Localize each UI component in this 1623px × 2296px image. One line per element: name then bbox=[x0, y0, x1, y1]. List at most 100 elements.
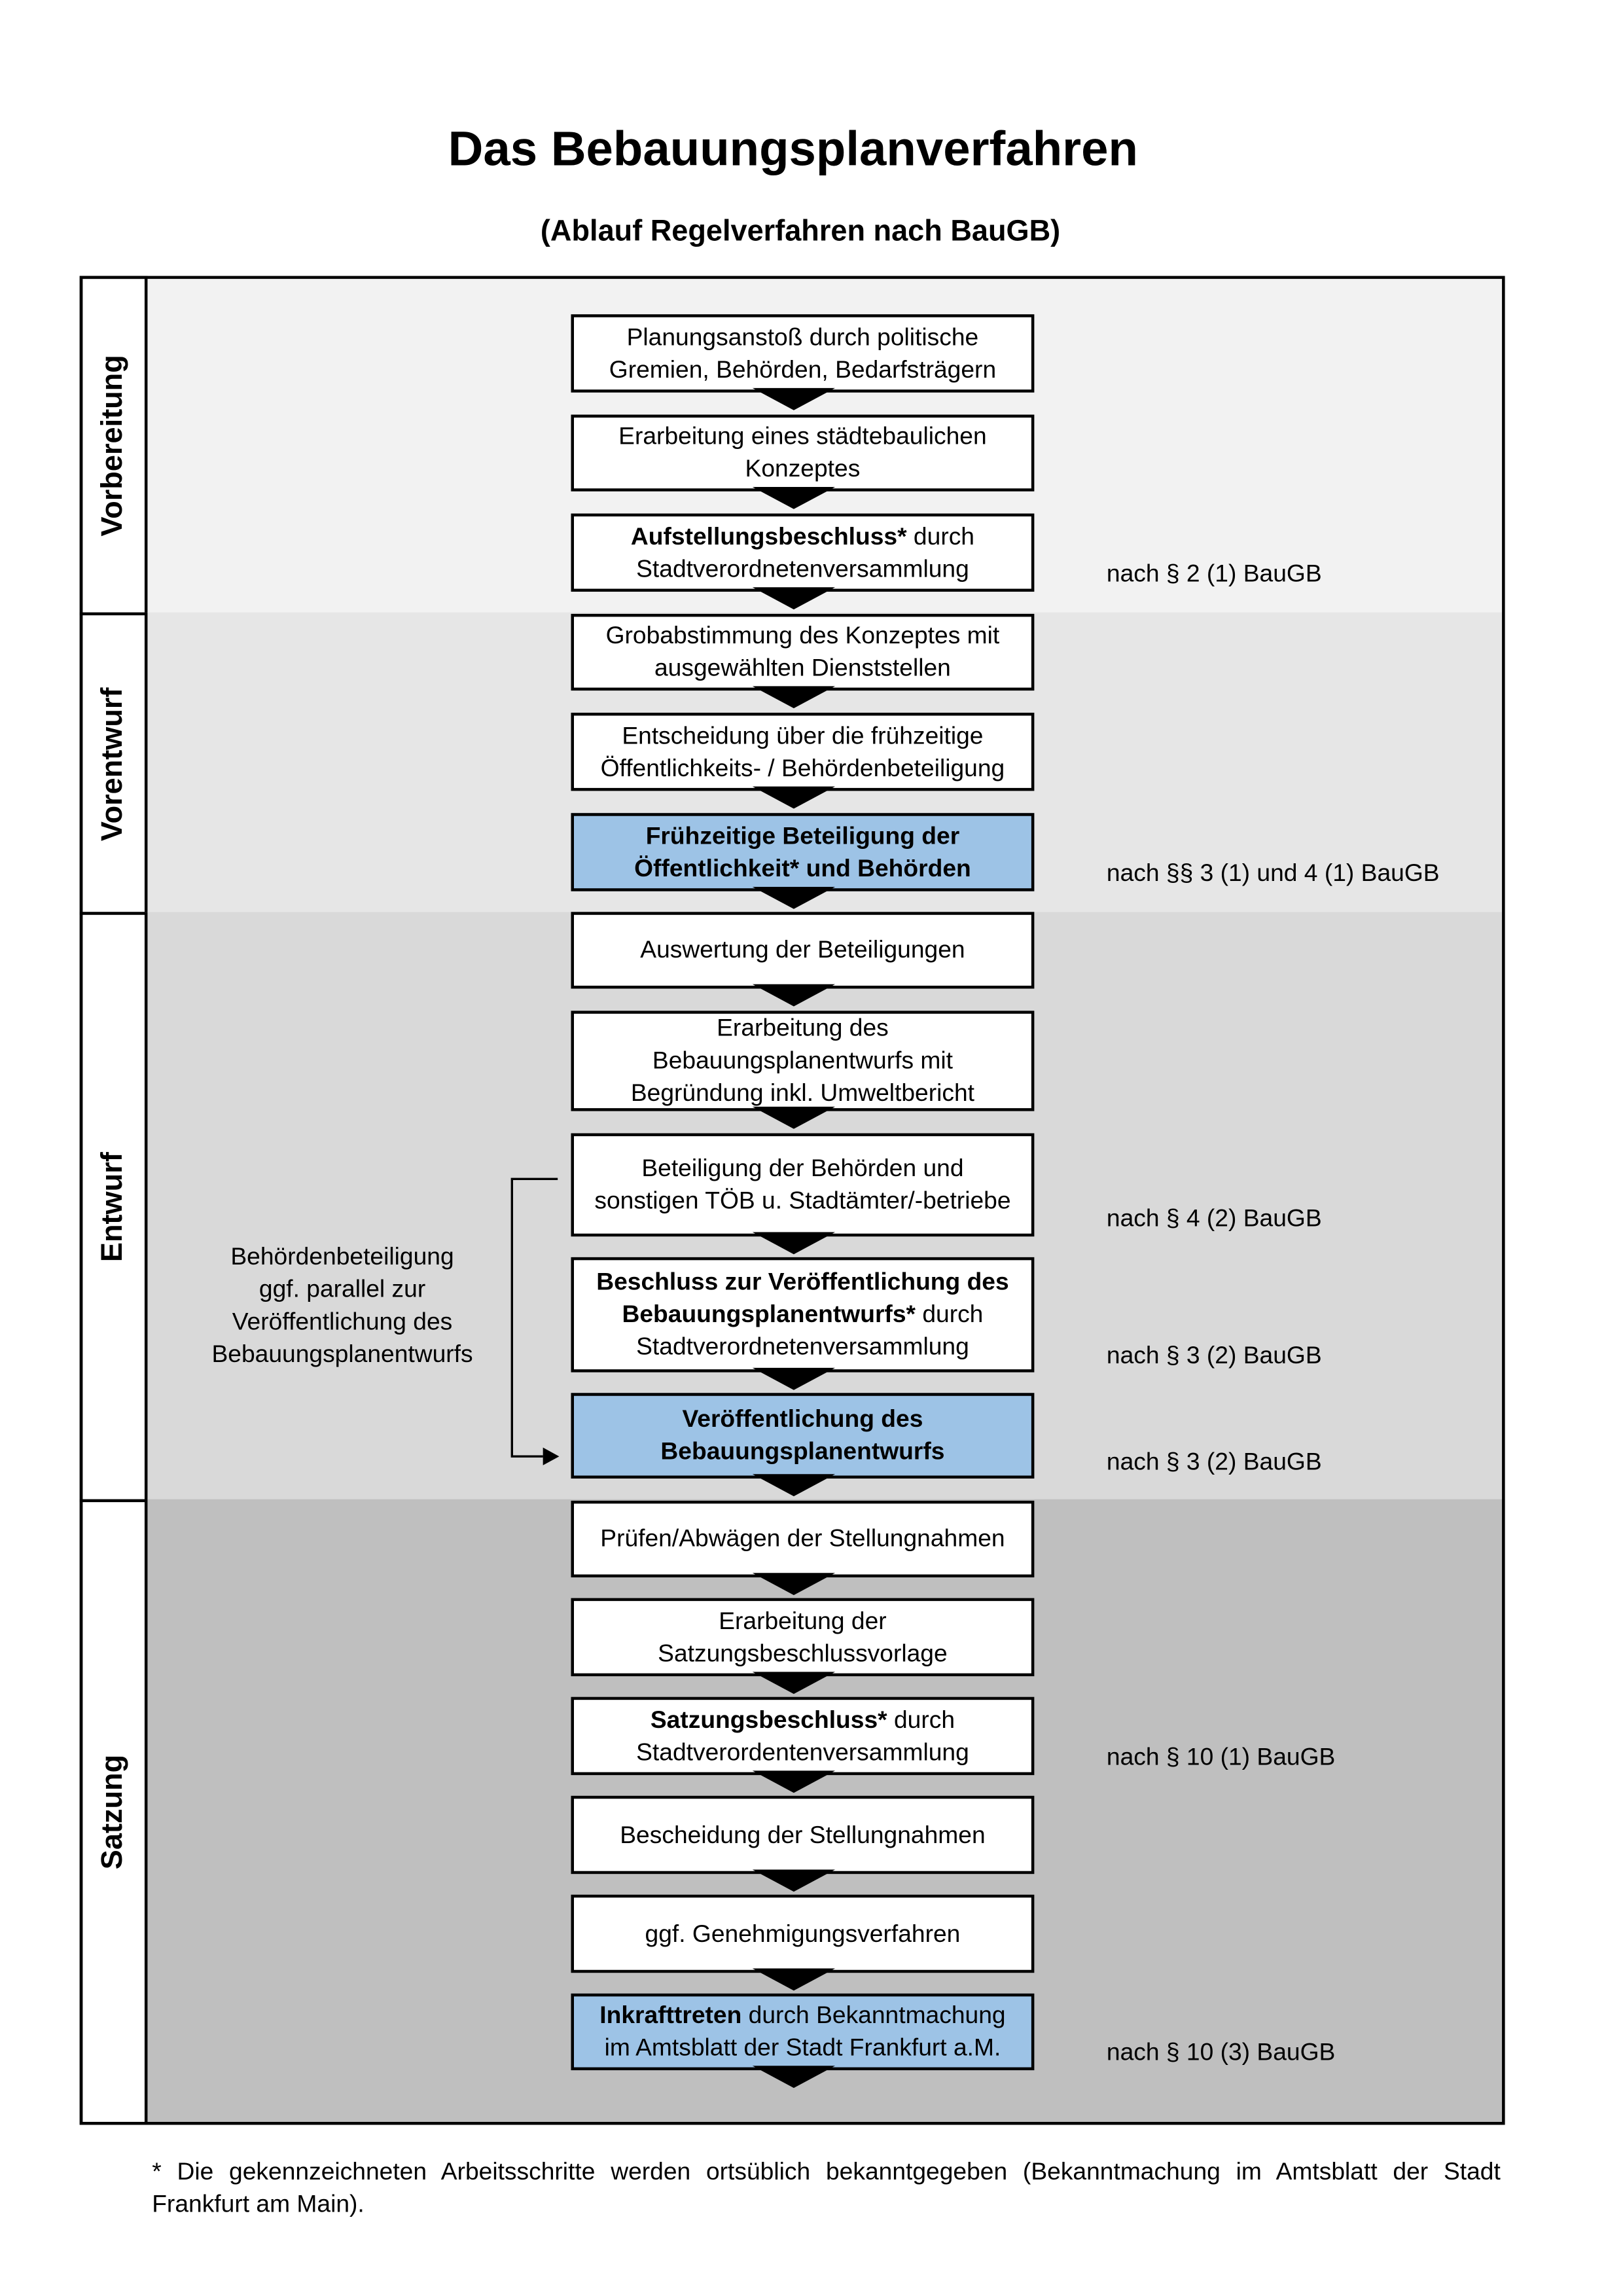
step-text: Stadtverordnetenversammlung bbox=[636, 555, 969, 583]
step-line: Satzungsbeschlussvorlage bbox=[658, 1637, 948, 1670]
diagram-frame bbox=[79, 276, 1505, 2125]
parallel-note-line: Behördenbeteiligung bbox=[230, 1244, 454, 1271]
flow-arrow-icon bbox=[752, 1770, 836, 1793]
flow-arrow-icon bbox=[752, 1869, 836, 1892]
page-subtitle: (Ablauf Regelverfahren nach BauGB) bbox=[540, 215, 1061, 248]
step-line: Aufstellungsbeschluss* durch bbox=[631, 520, 974, 553]
step-text: Entscheidung über die frühzeitige bbox=[622, 722, 984, 749]
step-line: Stadtverordnetenversammlung bbox=[636, 1331, 969, 1364]
flow-arrow-icon bbox=[752, 1573, 836, 1596]
step-text: Prüfen/Abwägen der Stellungnahmen bbox=[600, 1526, 1005, 1552]
flow-arrow-icon bbox=[752, 1968, 836, 1991]
step-text: Bebauungsplanentwurfs bbox=[660, 1439, 945, 1465]
step-text: Erarbeitung eines städtebaulichen bbox=[618, 423, 987, 450]
step-text: sonstigen TÖB u. Stadtämter/-betriebe bbox=[594, 1187, 1011, 1215]
step-text: Aufstellungsbeschluss* bbox=[630, 523, 907, 550]
step-text: Konzeptes bbox=[745, 456, 861, 483]
step-line: Öffentlichkeits- / Behördenbeteiligung bbox=[601, 752, 1005, 785]
parallel-note-line: ggf. parallel zur bbox=[259, 1276, 426, 1303]
legal-reference: nach § 2 (1) BauGB bbox=[1106, 560, 1322, 588]
phase-label-cell: Entwurf bbox=[79, 912, 148, 1503]
step-text: Inkrafttreten bbox=[599, 2002, 742, 2029]
step-text: Gremien, Behörden, Bedarfsträgern bbox=[609, 356, 997, 384]
flow-arrow-icon bbox=[752, 1367, 836, 1390]
flow-arrow-icon bbox=[752, 984, 836, 1007]
step-line: Erarbeitung eines städtebaulichen bbox=[618, 421, 987, 454]
step-text: Veröffentlichung des bbox=[682, 1406, 923, 1433]
step-line: Gremien, Behörden, Bedarfsträgern bbox=[609, 353, 996, 386]
page-title: Das Bebauungsplanverfahren bbox=[448, 120, 1138, 176]
legal-reference: nach § 10 (3) BauGB bbox=[1106, 2039, 1336, 2066]
parallel-note: Behördenbeteiligung ggf. parallel zur Ve… bbox=[177, 1241, 508, 1371]
step-line: Beteiligung der Behörden und bbox=[641, 1153, 963, 1185]
step-text: Bebauungsplanentwurfs* bbox=[622, 1301, 916, 1329]
step-text: Stadtverordnetenversammlung bbox=[636, 1334, 969, 1361]
process-step: Prüfen/Abwägen der Stellungnahmen bbox=[571, 1500, 1035, 1578]
step-text: Beteiligung der Behörden und bbox=[641, 1155, 964, 1182]
step-text: im Amtsblatt der Stadt Frankfurt a.M. bbox=[604, 2034, 1001, 2062]
flow-arrow-icon bbox=[752, 2066, 836, 2089]
flow-arrow-icon bbox=[752, 786, 836, 809]
step-line: Frühzeitige Beteiligung der bbox=[646, 819, 960, 852]
step-text: Erarbeitung der bbox=[719, 1607, 887, 1634]
step-text: Grobabstimmung des Konzeptes mit bbox=[605, 622, 1000, 649]
step-line: Planungsanstoß durch politische bbox=[627, 321, 979, 353]
step-line: Öffentlichkeit* und Behörden bbox=[634, 852, 971, 885]
step-line: Erarbeitung der bbox=[719, 1605, 886, 1638]
step-text: Satzungsbeschluss* bbox=[650, 1706, 887, 1733]
step-text: Bebauungsplanentwurfs mit bbox=[652, 1047, 953, 1075]
step-text: ausgewählten Dienststellen bbox=[654, 655, 951, 682]
process-step: Beteiligung der Behörden und sonstigen TÖ… bbox=[571, 1133, 1035, 1237]
step-line: im Amtsblatt der Stadt Frankfurt a.M. bbox=[605, 2032, 1001, 2064]
step-text: durch bbox=[887, 1706, 955, 1733]
step-text: Satzungsbeschlussvorlage bbox=[658, 1640, 948, 1667]
step-line: Bebauungsplanentwurfs mit bbox=[652, 1045, 953, 1077]
parallel-note-line: Bebauungsplanentwurfs bbox=[211, 1341, 473, 1368]
step-line: Konzeptes bbox=[745, 453, 861, 486]
step-line: Bescheidung der Stellungnahmen bbox=[620, 1819, 985, 1852]
step-line: Beschluss zur Veröffentlichung des bbox=[596, 1266, 1008, 1299]
step-line: Bebauungsplanentwurfs bbox=[660, 1436, 944, 1469]
step-text: Beschluss zur Veröffentlichung des bbox=[596, 1268, 1009, 1296]
step-text: Auswertung der Beteiligungen bbox=[640, 937, 965, 964]
step-line: Entscheidung über die frühzeitige bbox=[622, 719, 983, 752]
step-text: durch bbox=[915, 1301, 984, 1329]
step-line: ausgewählten Dienststellen bbox=[654, 652, 951, 685]
step-text: Stadtverordentenversammlung bbox=[636, 1738, 969, 1766]
legal-reference: nach § 10 (1) BauGB bbox=[1106, 1744, 1336, 1771]
legal-reference: nach § 4 (2) BauGB bbox=[1106, 1205, 1322, 1232]
legal-reference: nach §§ 3 (1) und 4 (1) BauGB bbox=[1106, 860, 1440, 887]
legal-reference: nach § 3 (2) BauGB bbox=[1106, 1342, 1322, 1370]
flow-arrow-icon bbox=[752, 387, 836, 410]
step-text: durch bbox=[906, 523, 974, 550]
step-line: Auswertung der Beteiligungen bbox=[640, 934, 965, 967]
flow-arrow-icon bbox=[752, 886, 836, 909]
step-text: Begründung inkl. Umweltbericht bbox=[630, 1080, 975, 1107]
step-text: Planungsanstoß durch politische bbox=[626, 323, 979, 351]
flow-arrow-icon bbox=[752, 1474, 836, 1497]
flow-arrow-icon bbox=[752, 486, 836, 509]
step-line: Veröffentlichung des bbox=[682, 1403, 923, 1436]
flow-arrow-icon bbox=[752, 1672, 836, 1695]
step-text: Öffentlichkeits- / Behördenbeteiligung bbox=[600, 755, 1005, 781]
legal-reference: nach § 3 (2) BauGB bbox=[1106, 1448, 1322, 1476]
step-line: ggf. Genehmigungsverfahren bbox=[645, 1918, 961, 1950]
flow-arrow-icon bbox=[752, 1106, 836, 1129]
parallel-note-line: Veröffentlichung des bbox=[232, 1308, 453, 1336]
step-line: Stadtverordentenversammlung bbox=[636, 1736, 969, 1768]
step-line: Satzungsbeschluss* durch bbox=[651, 1704, 955, 1736]
step-line: Grobabstimmung des Konzeptes mit bbox=[606, 620, 1000, 653]
step-text: Erarbeitung des bbox=[717, 1015, 889, 1042]
step-line: Stadtverordnetenversammlung bbox=[636, 552, 969, 585]
step-text: ggf. Genehmigungsverfahren bbox=[645, 1920, 961, 1947]
footnote: * Die gekennzeichneten Arbeitsschritte w… bbox=[152, 2159, 1501, 2218]
